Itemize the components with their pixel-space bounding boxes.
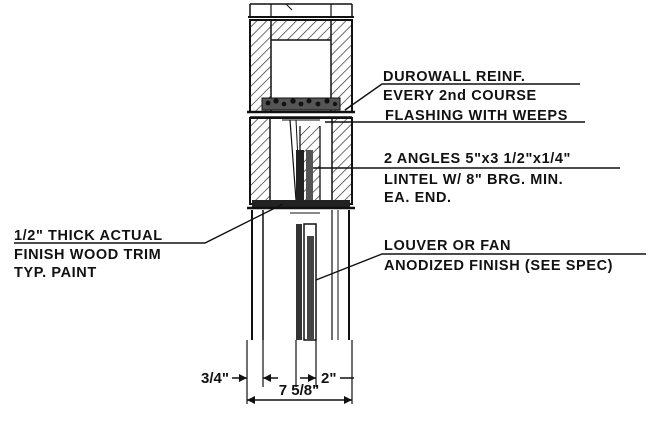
note-louver-line-2: ANODIZED FINISH (SEE SPEC) [384,258,613,274]
extension-lines [246,340,353,404]
dimension-trim-width [232,374,278,382]
note-trim-line-1: 1/2" THICK ACTUAL [14,228,163,244]
note-louver: LOUVER OR FAN ANODIZED FINISH (SEE SPEC) [384,238,613,274]
note-angles-line-1: 2 ANGLES 5"x3 1/2"x1/4" [384,151,571,167]
durowall-reinforcement [261,97,341,111]
wall-opening [251,210,350,340]
dimension-louver-depth [300,374,354,382]
note-trim: 1/2" THICK ACTUAL FINISH WOOD TRIM TYP. … [14,228,163,281]
dimension-wall-label: 7 5/8" [279,382,319,399]
cmu-block-upper [247,19,355,118]
note-flashing: FLASHING WITH WEEPS [385,108,568,124]
note-angles: 2 ANGLES 5"x3 1/2"x1/4" LINTEL W/ 8" BRG… [384,151,571,206]
dimension-trim-label: 3/4" [201,370,229,387]
dimension-wall-width [247,396,352,404]
lintel-angles [247,150,355,210]
note-trim-line-2: FINISH WOOD TRIM [14,247,161,263]
note-durowall-line-1: DUROWALL REINF. [383,69,525,85]
note-angles-line-3: EA. END. [384,190,452,206]
note-louver-line-1: LOUVER OR FAN [384,238,511,254]
note-durowall: DUROWALL REINF. EVERY 2nd COURSE [383,69,537,104]
leader-lines [14,83,646,281]
top-block-stub [248,3,354,18]
note-angles-line-2: LINTEL W/ 8" BRG. MIN. [384,172,563,188]
note-trim-line-3: TYP. PAINT [14,265,97,281]
dimension-louver-label: 2" [321,370,336,387]
note-durowall-line-2: EVERY 2nd COURSE [383,88,537,104]
louver-frame [296,223,317,341]
